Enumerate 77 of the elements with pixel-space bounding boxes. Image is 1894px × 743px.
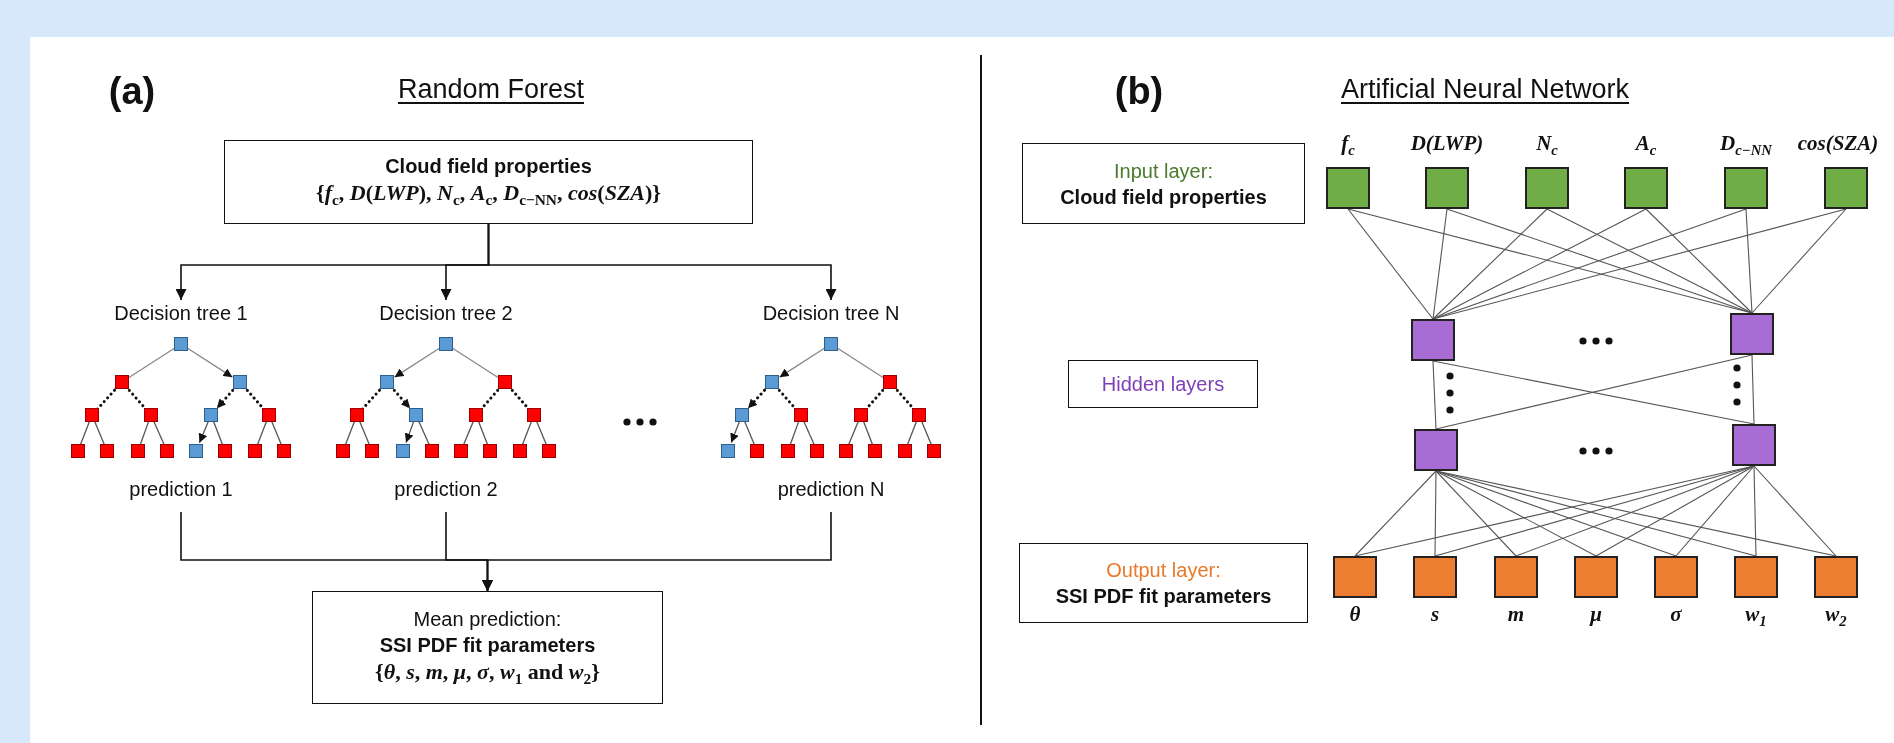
output-neuron: [1333, 556, 1377, 598]
symbol-label: D(LWP): [1410, 132, 1484, 156]
connector-line: [1595, 465, 1755, 557]
symbol-label: cos(SZA): [1797, 132, 1879, 156]
symbol-label: μ: [1590, 603, 1602, 627]
layer-label-box: [1022, 143, 1305, 224]
symbol-label: A$_{c}$: [1635, 132, 1657, 159]
hidden-neuron: [1411, 319, 1455, 361]
connector-line: [1432, 208, 1647, 320]
panel-title: Random Forest: [397, 74, 585, 105]
symbol-label: s: [1430, 603, 1440, 627]
connector-line: [1432, 208, 1847, 320]
symbol-label: m: [1507, 603, 1525, 627]
formula-text: {f$_{c}$, D(LWP), N$_{c}$, A$_{c}$, D$_{c−NN}$, cos(SZA)}: [316, 179, 661, 211]
output-box: [312, 591, 663, 704]
layer-label-box: [1019, 543, 1308, 623]
hidden-neuron: [1732, 424, 1776, 466]
symbol-label: N$_{c}$: [1536, 132, 1558, 159]
layer-label-box: [1068, 360, 1258, 408]
box-text: Output layer:: [1106, 558, 1221, 583]
symbol-label: σ: [1670, 603, 1682, 627]
input-neuron: [1326, 167, 1370, 209]
input-neuron: [1624, 167, 1668, 209]
output-neuron: [1814, 556, 1858, 598]
connector-line: [1751, 208, 1847, 314]
connector-line: [1546, 208, 1753, 314]
symbol-label: w$_{2}$: [1825, 603, 1847, 630]
connector-line: [1753, 465, 1757, 557]
prediction-text: prediction 1: [129, 477, 233, 502]
output-neuron: [1413, 556, 1457, 598]
formula-text: {θ, s, m, μ, σ, w$_{1}$ and w$_{2}$}: [375, 657, 600, 690]
box-text: Hidden layers: [1101, 372, 1225, 397]
connector-line: [1435, 354, 1753, 430]
connector-line: [1432, 360, 1437, 430]
panel-title: Artificial Neural Network: [1340, 74, 1630, 105]
connector-line: [1645, 208, 1753, 314]
output-neuron: [1574, 556, 1618, 598]
connector-line: [1435, 470, 1517, 557]
connector-line: [1432, 208, 1448, 320]
output-neuron: [1734, 556, 1778, 598]
symbol-label: D$_{c−NN}$: [1720, 132, 1772, 159]
panel-letter: (b): [1114, 70, 1164, 113]
connector-line: [1753, 465, 1837, 557]
box-text: SSI PDF fit parameters: [1055, 584, 1272, 609]
symbol-label: w$_{1}$: [1745, 603, 1767, 630]
connector-line: [1354, 470, 1437, 557]
connector-line: [1347, 208, 1434, 320]
connector-line: [1675, 465, 1755, 557]
connector-line: [1432, 208, 1548, 320]
prediction-text: prediction 2: [394, 477, 498, 502]
tree-title: Decision tree N: [762, 301, 900, 326]
hidden-neuron: [1730, 313, 1774, 355]
box-text: Mean prediction:: [413, 606, 562, 632]
arrow: [482, 511, 832, 592]
hidden-neuron: [1414, 429, 1458, 471]
input-neuron: [1525, 167, 1569, 209]
arrow: [487, 223, 837, 301]
connector-line: [1745, 208, 1753, 314]
connector-line: [1435, 470, 1597, 557]
prediction-text: prediction N: [777, 477, 885, 502]
box-text: Input layer:: [1114, 158, 1213, 184]
input-neuron: [1425, 167, 1469, 209]
input-box: [224, 140, 753, 224]
box-text: Cloud field properties: [385, 154, 592, 180]
output-neuron: [1494, 556, 1538, 598]
box-text: Cloud field properties: [1060, 184, 1267, 210]
symbol-label: f$_{c}$: [1341, 132, 1355, 159]
panel-letter: (a): [108, 70, 156, 113]
input-neuron: [1724, 167, 1768, 209]
input-neuron: [1824, 167, 1868, 209]
tree-title: Decision tree 1: [114, 301, 248, 326]
output-neuron: [1654, 556, 1698, 598]
box-text: SSI PDF fit parameters: [379, 632, 596, 658]
tree-title: Decision tree 2: [379, 301, 513, 326]
connector-line: [1434, 470, 1437, 557]
symbol-label: θ: [1349, 603, 1361, 627]
connector-line: [1751, 354, 1755, 425]
